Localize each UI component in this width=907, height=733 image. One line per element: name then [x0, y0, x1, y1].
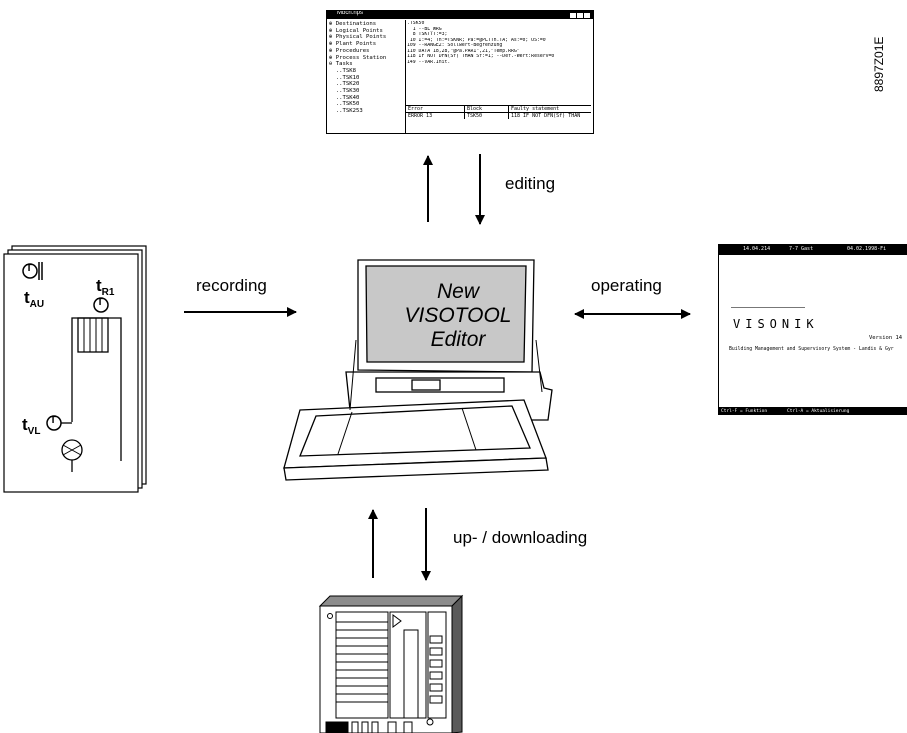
- tree-item: ..TSK8: [335, 67, 356, 74]
- op-bottom-mid: Ctrl-A = Aktualisierung: [787, 409, 850, 414]
- laptop-line-2: VISOTOOL: [404, 304, 512, 327]
- tree-item: ⊕ Plant Points: [329, 41, 377, 48]
- editor-tree: ⊕ Destinations ⊕ Logical Points ⊕ Physic…: [329, 21, 403, 129]
- operating-screen: 14.04.214 7-7 Gast 04.02.1998-Fi VISONIK…: [718, 244, 907, 415]
- laptop-line-1: New: [436, 280, 479, 303]
- error-table: Error Block Faulty statement ERROR 13 TS…: [406, 105, 591, 133]
- laptop-line-3: Editor: [430, 328, 486, 351]
- laptop-screen-text: New VISOTOOL Editor: [393, 280, 523, 352]
- splitter: [405, 20, 406, 133]
- editor-titlebar: Mbch.hps: [327, 11, 593, 19]
- tree-item: ⊕ Logical Points: [329, 27, 383, 34]
- label-operating: operating: [591, 276, 662, 295]
- op-version: Version 14: [869, 335, 903, 341]
- tree-item: ⊕ Procedures: [329, 47, 370, 54]
- tree-item: ..TSK50: [335, 101, 360, 108]
- tree-item: ⊖ Tasks: [329, 61, 353, 68]
- editor-code: .TSK50 1 --BL_WRG 8 TSKTTT:=3; 10 I:=4; …: [407, 21, 590, 101]
- tree-item: ..TSK253: [335, 108, 363, 115]
- code-line: 110 DATA 18,28,"@Pa.PAR1",21,"Temp.RRG": [407, 48, 520, 54]
- tree-item: ⊕ Physical Points: [329, 34, 387, 41]
- label-editing: editing: [505, 174, 556, 193]
- tree-item: ..TSK20: [335, 81, 360, 88]
- label-t-r1: tR1: [96, 276, 115, 298]
- error-cell: ERROR 13: [408, 113, 433, 119]
- editor-title: Mbch.hps: [337, 10, 364, 16]
- sensor-outdoor-icon: T: [26, 263, 33, 274]
- error-header: Error: [408, 106, 424, 112]
- document-code: 8897Z01E: [872, 36, 886, 92]
- error-cell: 118 IF NOT DFN(Sf) THAN: [511, 113, 581, 119]
- tree-item: ⊕ Destinations: [329, 21, 377, 27]
- label-updownloading: up- / downloading: [453, 528, 588, 547]
- tree-item: ..TSK40: [335, 94, 360, 101]
- sensor-flow-icon: T: [50, 415, 57, 426]
- tree-item: ..TSK10: [335, 74, 360, 81]
- tree-item: ..TSK30: [335, 88, 360, 95]
- error-header: Block: [467, 106, 483, 112]
- plant-schematic: [3, 245, 147, 493]
- op-top-right: 04.02.1998-Fi: [847, 246, 887, 252]
- laptop-illustration: [283, 259, 553, 481]
- code-line: 10 I:=4; Tn:=TSKNR; Pa:=@PLTTn.TA; As:=0…: [407, 37, 546, 43]
- error-header: Faulty statement: [511, 106, 560, 112]
- op-divider: [731, 307, 805, 308]
- code-line: 1 --BL_WRG: [407, 26, 442, 32]
- process-station: [318, 594, 464, 733]
- op-bottom-left: Ctrl-F = Funktion: [721, 409, 768, 414]
- error-cell: TSK50: [467, 113, 483, 119]
- close-icon: [583, 12, 591, 19]
- label-recording: recording: [196, 276, 267, 295]
- code-line: 118 IF NOT DFN(Sf) THAN Sf:=1; --Def.-We…: [407, 54, 555, 59]
- sensor-room-icon: T: [97, 297, 104, 308]
- code-line: 109 --RANGE2: Sollwert-Begrenzung: [407, 43, 503, 48]
- op-title: VISONIK: [733, 317, 819, 331]
- op-top-left: 14.04.214: [743, 246, 771, 252]
- editor-window-screenshot: Mbch.hps ⊕ Destinations ⊕ Logical Points…: [326, 10, 594, 134]
- op-subtitle: Building Management and Supervisory Syst…: [729, 347, 894, 352]
- op-status-bar: 14.04.214 7-7 Gast 04.02.1998-Fi: [719, 245, 907, 255]
- label-t-vl: tVL: [22, 415, 41, 437]
- code-line: .TSK50: [407, 21, 425, 26]
- op-function-bar: Ctrl-F = Funktion Ctrl-A = Aktualisierun…: [719, 407, 907, 414]
- code-line: 8 TSKTTT:=3;: [407, 32, 448, 37]
- label-t-au: tAU: [24, 288, 45, 310]
- tree-item: ⊕ Process Station: [329, 54, 387, 61]
- op-top-mid: 7-7 Gast: [789, 246, 814, 252]
- code-line: 149 --VAR.Init.: [407, 59, 451, 65]
